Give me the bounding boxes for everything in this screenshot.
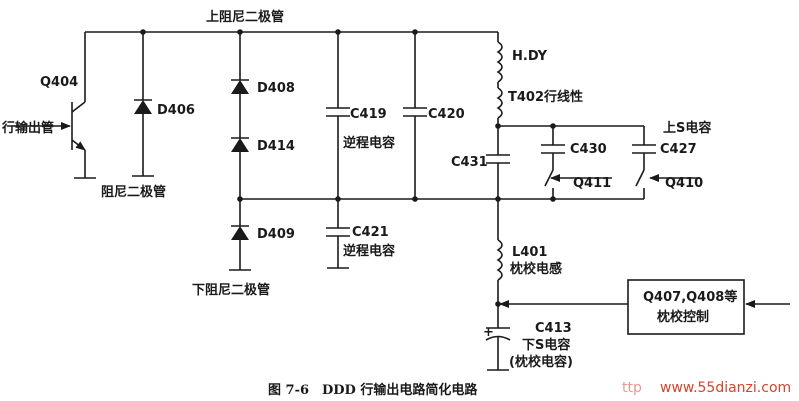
- watermark: www.55dianzi.com: [660, 380, 791, 396]
- label-c413: C413: [535, 321, 572, 336]
- label-h-output-tube: 行输出管: [1, 120, 54, 136]
- label-lower-s-cap: 下S电容: [522, 337, 570, 353]
- mid-rail: [237, 196, 501, 202]
- label-pincushion-cap: (枕校电容): [509, 354, 573, 370]
- label-q410: Q410: [665, 176, 703, 191]
- label-d406: D406: [157, 103, 195, 118]
- inductor-l401: [495, 199, 503, 328]
- label-t402: T402行线性: [508, 89, 583, 105]
- label-control-line2: 枕校控制: [657, 309, 709, 325]
- diode-d409: [229, 199, 251, 271]
- label-c427: C427: [660, 142, 697, 157]
- diode-chain-upper: [231, 32, 249, 199]
- figure-caption: 图 7-6 DDD 行输出电路简化电路: [268, 382, 478, 398]
- diode-d406: [132, 32, 154, 177]
- label-d414: D414: [257, 139, 295, 154]
- label-c431: C431: [451, 155, 488, 170]
- label-l401: L401: [512, 245, 547, 260]
- label-c420: C420: [428, 107, 465, 122]
- s-cap-switch-branch: [498, 123, 700, 202]
- label-hdy: H.DY: [512, 49, 548, 64]
- label-damper-diode: 阻尼二极管: [101, 184, 166, 200]
- capacitor-c413: [485, 327, 511, 371]
- label-q411: Q411: [573, 176, 611, 191]
- label-pincushion-inductor: 枕校电感: [510, 261, 562, 277]
- pincushion-control-box: [499, 279, 790, 335]
- top-rail: [85, 29, 499, 42]
- label-c419: C419: [350, 107, 387, 122]
- watermark-prefix: ttp: [622, 380, 642, 396]
- label-retrace-cap-2: 逆程电容: [343, 243, 395, 259]
- transistor-q404: [14, 32, 96, 179]
- label-upper-s-cap: 上S电容: [663, 120, 711, 136]
- label-d408: D408: [257, 81, 295, 96]
- label-retrace-cap-1: 逆程电容: [343, 135, 395, 151]
- label-upper-damper: 上阻尼二极管: [206, 9, 284, 25]
- coil-hdy-t402: [495, 41, 503, 129]
- label-plus: +: [483, 325, 494, 340]
- label-d409: D409: [257, 227, 295, 242]
- capacitor-c421: [326, 199, 350, 269]
- label-lower-damper: 下阻尼二极管: [192, 282, 270, 298]
- label-q404: Q404: [40, 75, 78, 90]
- label-c430: C430: [570, 142, 607, 157]
- capacitor-c431: [486, 126, 510, 199]
- label-control-line1: Q407,Q408等: [643, 289, 737, 305]
- capacitor-c419: [326, 32, 350, 199]
- capacitor-c420: [403, 32, 427, 199]
- label-c421: C421: [352, 225, 389, 240]
